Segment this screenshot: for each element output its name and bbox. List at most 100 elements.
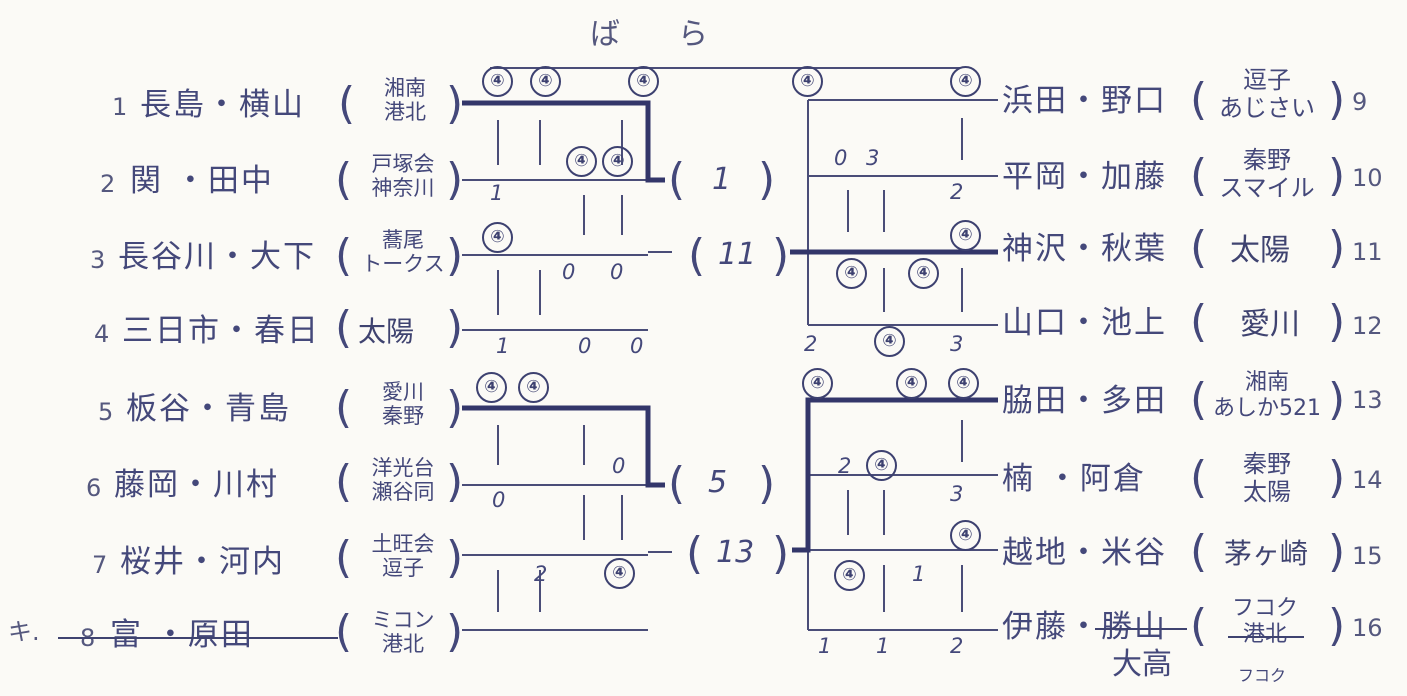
club-bottom: 逗子 [382,556,424,580]
club-bottom: 太陽 [1243,478,1291,506]
entry-number: 3 [90,246,106,274]
circled-score: ④ [518,372,549,403]
club-names: 湘南 あしか521 [1212,370,1322,422]
circled-score: ④ [802,368,833,399]
close-paren: ) [446,606,464,657]
entry-number: 16 [1352,614,1383,642]
club-top: 湘南 [1244,370,1289,395]
open-paren: ( [1190,452,1208,503]
club-names: 洋光台 瀬谷同 [358,456,448,504]
open-paren: ( [1190,74,1208,125]
strike-through [58,637,338,639]
close-paren: ) [1328,452,1346,503]
entry-number: 9 [1352,88,1368,116]
player-names: 楠 ・阿倉 [1002,461,1146,497]
circled-score: ④ [604,558,635,589]
club-names: 戸塚会 神奈川 [358,152,448,200]
entry-number: 15 [1352,542,1383,570]
score: 2 [950,634,964,658]
club-names: 逗子 あじさい [1212,66,1322,122]
club-bottom: 瀬谷同 [371,480,435,504]
circled-score: ④ [950,220,981,251]
entry-number: 11 [1352,238,1383,266]
open-paren: ( [338,78,356,129]
circled-score: ④ [482,222,513,253]
entry-number: 10 [1352,164,1383,192]
replacement-player: 大高 [1112,647,1172,682]
score: 3 [950,332,964,356]
open-paren: ( [1190,150,1208,201]
winner-number: 1 [712,162,732,197]
circled-score: ④ [792,66,823,97]
entry-number: 14 [1352,466,1383,494]
score: 2 [804,332,818,356]
club-bottom: あじさい [1219,94,1315,122]
club-bottom: 港北 [382,632,424,656]
club-top: ミコン [371,608,435,632]
circled-score: ④ [566,146,597,177]
close-paren: ) [446,302,464,353]
player-names: 長谷川・大下 [118,239,316,275]
club-top: 蕎尾 [382,228,424,252]
open-paren: ( [1190,222,1208,273]
open-paren: ( [668,458,686,509]
player-names: 神沢・秋葉 [1002,231,1167,267]
club-name: 太陽 [1230,233,1290,268]
club-top: 土旺会 [371,532,435,556]
club-top: 洋光台 [371,456,435,480]
player-names: 脇田・多田 [1002,383,1167,419]
open-paren: ( [1190,374,1208,425]
entry-number: 12 [1352,312,1383,340]
club-names: フコク 港北 [1220,596,1310,648]
player-names: 山口・池上 [1002,305,1167,341]
club-top: 秦野 [1243,450,1291,478]
open-paren: ( [335,456,353,507]
club-top: 湘南 [384,76,426,100]
entry-number: 5 [98,398,114,426]
score: 0 [578,334,592,358]
open-paren: ( [1190,296,1208,347]
open-paren: ( [1190,600,1208,651]
entry-number: 1 [112,93,128,121]
score: 1 [876,634,890,658]
club-bottom: あしか521 [1213,396,1321,421]
open-paren: ( [335,302,353,353]
club-bottom: スマイル [1219,174,1315,202]
circled-score: ④ [834,560,865,591]
open-paren: ( [686,528,704,579]
close-paren: ) [772,230,790,281]
score: 0 [612,454,626,478]
close-paren: ) [1328,296,1346,347]
club-names: 愛川 秦野 [358,380,448,428]
club-bottom: トークス [361,252,445,276]
club-bottom: 秦野 [382,404,424,428]
player-names: 平岡・加藤 [1002,159,1167,195]
close-paren: ) [1328,150,1346,201]
winner-number: 11 [718,237,757,272]
score: 2 [950,180,964,204]
player-names: 三日市・春日 [122,313,320,349]
close-paren: ) [772,528,790,579]
circled-score: ④ [482,66,513,97]
entry-number: 7 [92,551,108,579]
club-names: ミコン 港北 [358,608,448,656]
club-bottom: 港北 [1242,622,1287,647]
strike-through-club [1228,636,1304,638]
player-names: 関 ・田中 [130,163,274,199]
close-paren: ) [446,382,464,433]
player-names: 板谷・青島 [126,391,291,427]
circled-score: ④ [874,326,905,357]
club-names: 秦野 太陽 [1212,450,1322,506]
open-paren: ( [668,154,686,205]
club-name: 愛川 [1240,307,1300,342]
club-bottom: 港北 [384,100,426,124]
player-names: 越地・米谷 [1002,535,1167,571]
circled-score: ④ [836,258,867,289]
club-bottom: 神奈川 [371,176,435,200]
player-names: 浜田・野口 [1002,83,1167,119]
entry-number: 2 [100,170,116,198]
circled-score: ④ [602,146,633,177]
page-title: ばら [590,17,766,52]
score: 1 [496,334,510,358]
entry-number: 6 [86,474,102,502]
